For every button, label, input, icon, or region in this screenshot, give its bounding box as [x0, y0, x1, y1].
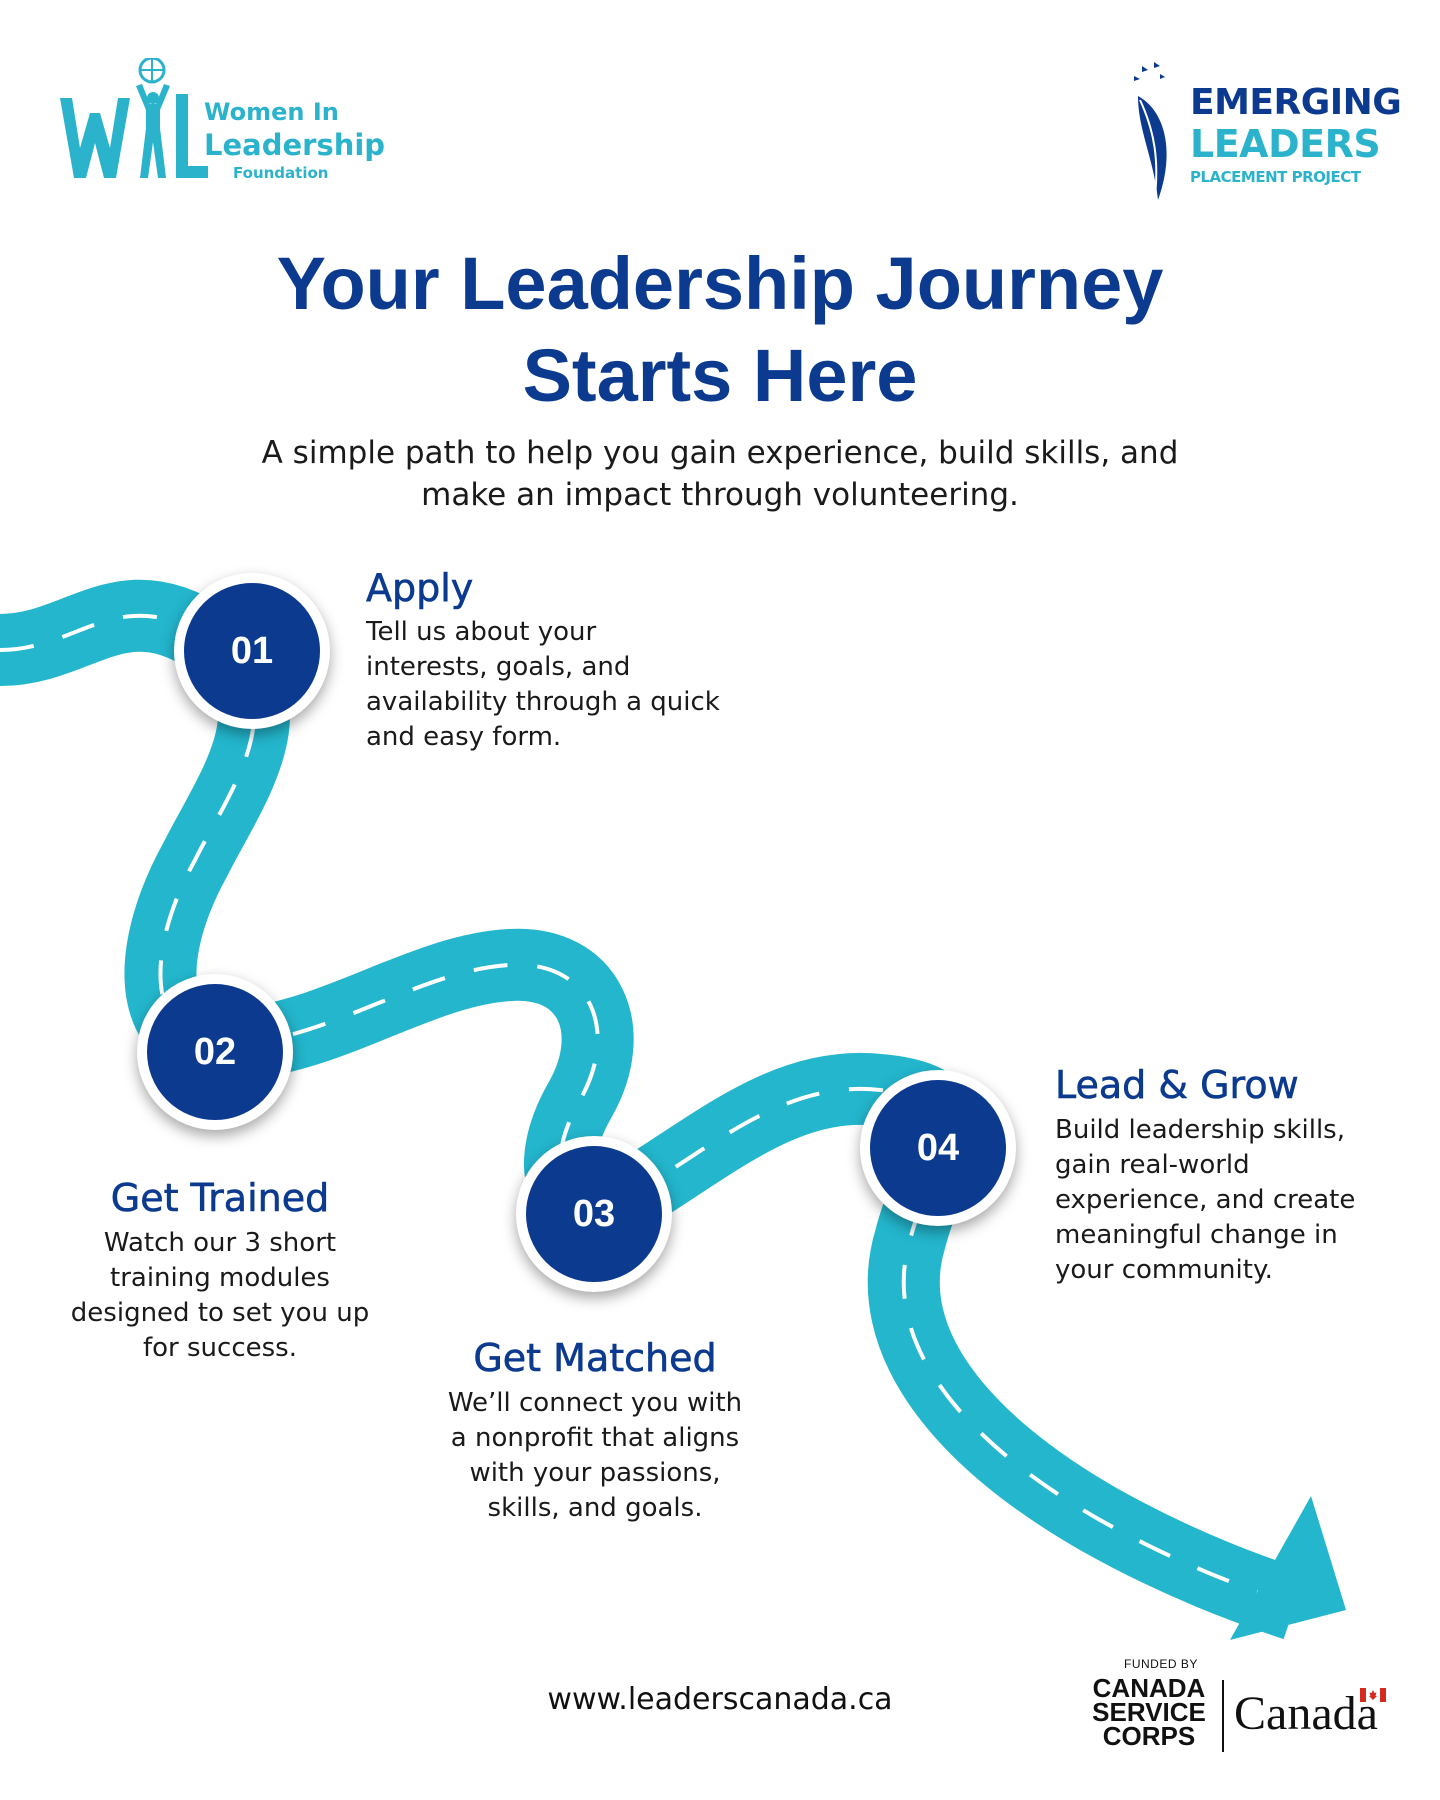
step-4-desc-line: experience, and create — [1055, 1185, 1356, 1215]
emerging-line1: EMERGING — [1190, 82, 1402, 123]
step-2-circle: 02 — [137, 974, 293, 1130]
wil-line3: Foundation — [233, 164, 329, 182]
emerging-leaders-logo: EMERGING LEADERS PLACEMENT PROJECT — [1124, 60, 1414, 210]
wil-mark-icon — [60, 58, 208, 178]
road-center-line — [0, 613, 1296, 1607]
step-4-desc-line: meaningful change in — [1055, 1220, 1338, 1250]
feather-icon — [1134, 62, 1167, 206]
emerging-line3: PLACEMENT PROJECT — [1190, 168, 1361, 186]
emerging-line2: LEADERS — [1190, 122, 1381, 166]
canada-service-corps-logo: CANADA SERVICE CORPS — [1088, 1673, 1210, 1751]
step-2-desc: Watch our 3 short training modules desig… — [40, 1226, 400, 1366]
step-1-title: Apply — [366, 566, 474, 611]
subtitle-line2: make an impact through volunteering. — [421, 477, 1019, 513]
subtitle-line1: A simple path to help you gain experienc… — [261, 435, 1179, 471]
step-4-desc: Build leadership skills, gain real-world… — [1055, 1113, 1425, 1288]
step-3-desc-line: a nonprofit that aligns — [450, 1423, 740, 1453]
step-3-number: 03 — [572, 1192, 616, 1235]
step-2-desc-line: training modules — [110, 1263, 330, 1293]
step-3-desc: We’ll connect you with a nonprofit that … — [410, 1386, 780, 1526]
csc-line3: CORPS — [1102, 1721, 1196, 1751]
road-arrow-head — [1230, 1496, 1346, 1640]
title-line1: Your Leadership Journey — [276, 242, 1164, 325]
step-4-title: Lead & Grow — [1055, 1063, 1299, 1108]
step-1-desc-line: and easy form. — [366, 722, 562, 752]
canada-flag-icon — [1360, 1688, 1386, 1702]
step-4-desc-line: your community. — [1055, 1255, 1273, 1285]
step-2-desc-line: designed to set you up — [70, 1298, 370, 1328]
step-4-circle: 04 — [860, 1070, 1016, 1226]
csc-line2: SERVICE — [1092, 1697, 1206, 1727]
step-3-desc-line: We’ll connect you with — [447, 1388, 743, 1418]
step-1-desc: Tell us about your interests, goals, and… — [366, 615, 786, 755]
step-4-desc-line: Build leadership skills, — [1055, 1115, 1345, 1145]
step-2-number: 02 — [193, 1030, 237, 1073]
step-4-number: 04 — [916, 1126, 960, 1169]
canada-wordmark: Canada — [1234, 1687, 1378, 1740]
title-line2: Starts Here — [522, 334, 918, 417]
csc-line1: CANADA — [1092, 1673, 1206, 1703]
step-2-title: Get Trained — [110, 1176, 330, 1221]
step-1-circle: 01 — [174, 573, 330, 729]
step-2-desc-line: Watch our 3 short — [103, 1228, 337, 1258]
step-1-desc-line: interests, goals, and — [366, 652, 631, 682]
step-3-desc-line: with your passions, — [469, 1458, 721, 1488]
step-3-circle: 03 — [516, 1136, 672, 1292]
wil-line1: Women In — [204, 98, 339, 126]
page-subtitle: A simple path to help you gain experienc… — [160, 432, 1280, 516]
step-3-title: Get Matched — [473, 1336, 717, 1381]
step-2-desc-line: for success. — [143, 1333, 297, 1363]
step-1-number: 01 — [230, 629, 274, 672]
step-3-desc-line: skills, and goals. — [487, 1493, 703, 1523]
step-1-desc-line: availability through a quick — [366, 687, 720, 717]
funded-by-label: FUNDED BY — [1124, 1657, 1198, 1671]
step-1-desc-line: Tell us about your — [366, 617, 597, 647]
wil-logo: Women In Leadership Foundation — [58, 58, 385, 188]
logo-divider — [1222, 1680, 1224, 1752]
website-link[interactable]: www.leaderscanada.ca — [547, 1682, 893, 1717]
page-title: Your Leadership Journey Starts Here — [0, 238, 1440, 422]
wil-line2: Leadership — [204, 128, 386, 162]
step-4-desc-line: gain real-world — [1055, 1150, 1250, 1180]
